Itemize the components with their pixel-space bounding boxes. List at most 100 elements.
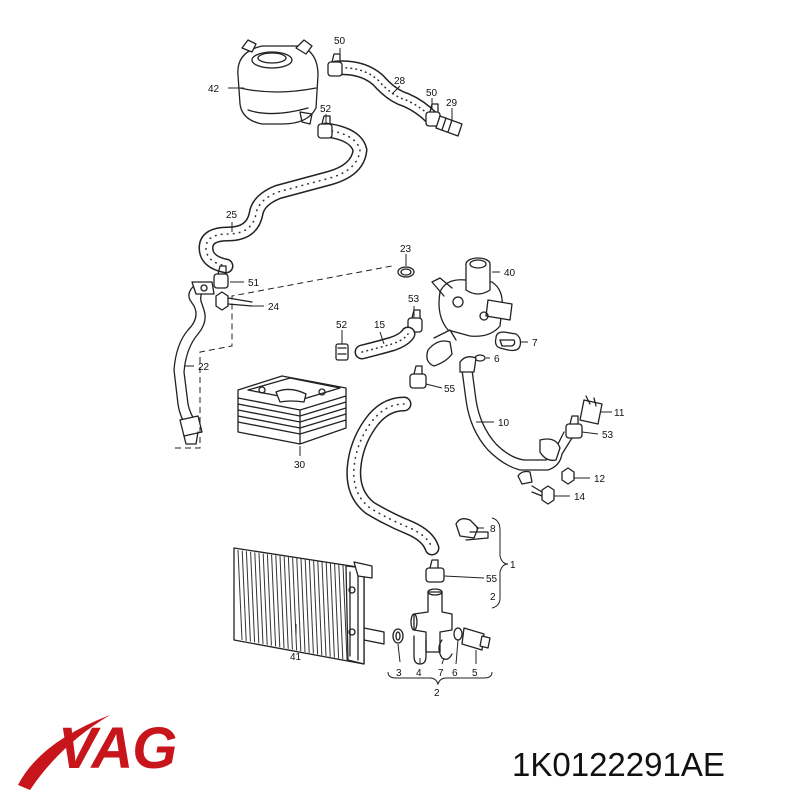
hose-clamp-50-lower [425, 103, 441, 127]
callout-12: 12 [594, 474, 606, 485]
callout-labels: 50 42 28 50 29 52 25 23 40 51 24 53 52 1… [198, 36, 625, 699]
callout-2: 2 [490, 592, 496, 603]
radiator-fin [245, 551, 251, 642]
callout-50: 50 [334, 36, 346, 47]
t-connector-2 [410, 588, 453, 653]
callout-55: 55 [486, 574, 498, 585]
leader-lines [184, 48, 612, 686]
temperature-sensor-5 [461, 627, 491, 651]
radiator-41 [233, 547, 385, 665]
radiator-fin [275, 555, 281, 648]
connector-11 [579, 395, 603, 425]
radiator-fin [308, 560, 314, 654]
coolant-pipe-22 [173, 281, 215, 445]
oil-cooler-30 [237, 375, 347, 445]
hose-clamp-51 [213, 265, 229, 289]
hose-15 [354, 326, 416, 360]
callout-8: 8 [490, 524, 496, 535]
callout-53: 53 [408, 294, 420, 305]
o-ring-3 [392, 628, 404, 644]
callout-22: 22 [198, 362, 210, 373]
callout-29: 29 [446, 98, 458, 109]
radiator-fin [262, 553, 268, 645]
callout-4: 4 [416, 668, 422, 679]
connector-29 [435, 115, 463, 137]
callout-10: 10 [498, 418, 510, 429]
radiator-fin [258, 552, 264, 645]
radiator-fin [329, 563, 335, 658]
callout-51: 51 [248, 278, 260, 289]
radiator-fin [321, 561, 327, 657]
callout-30: 30 [294, 460, 306, 471]
radiator-fin [250, 551, 256, 643]
logo-swoosh [18, 715, 110, 790]
callout-11: 11 [614, 408, 625, 419]
radiator-fin [237, 549, 243, 641]
callout-52: 52 [336, 320, 348, 331]
bolt-24 [215, 291, 253, 311]
hose-25 [198, 122, 368, 274]
callout-24: 24 [268, 302, 280, 313]
hose-clamp-52-upper [317, 115, 333, 139]
radiator-fin [317, 561, 323, 656]
part-number: 1K0122291AE [512, 746, 725, 783]
callout-50: 50 [426, 88, 438, 99]
housing-outlet-fitting [426, 329, 457, 367]
callout-5: 5 [472, 668, 478, 679]
radiator-fin [287, 557, 293, 650]
callout-25: 25 [226, 210, 238, 221]
hose-clamp-52-lower [335, 343, 349, 361]
callout-53: 53 [602, 430, 614, 441]
radiator-fin [271, 554, 277, 647]
radiator-fin [342, 564, 348, 661]
expansion-tank [237, 39, 319, 125]
hose-clamp-55-lower [425, 559, 445, 583]
hose-clamp-55-upper [409, 365, 427, 389]
callout-14: 14 [574, 492, 586, 503]
radiator-fin [266, 554, 272, 646]
assembly-bracket-line [175, 265, 393, 449]
retaining-clip-7 [438, 639, 453, 660]
callout-6: 6 [452, 668, 458, 679]
vag-logo: VAG [18, 715, 177, 790]
callout-52: 52 [320, 104, 332, 115]
radiator-fin [313, 560, 319, 655]
bolt-14 [531, 485, 555, 505]
nut-12 [561, 467, 575, 485]
callout-7: 7 [438, 668, 444, 679]
radiator-fin [292, 557, 298, 651]
logo-text: VAG [58, 716, 176, 781]
bracket-8 [455, 518, 489, 541]
hose-clamp-53-lower [565, 415, 583, 439]
o-ring-23 [397, 266, 415, 278]
callout-2: 2 [434, 688, 440, 699]
coolant-pipe-10 [459, 356, 573, 485]
radiator-fin [338, 564, 344, 660]
callout-41: 41 [290, 652, 302, 663]
radiator-hose-lower [346, 396, 440, 556]
callout-7: 7 [532, 338, 538, 349]
radiator-fin [300, 558, 306, 653]
o-ring-6-lower [453, 627, 463, 641]
radiator-fin [283, 556, 289, 649]
callout-6: 6 [494, 354, 500, 365]
callout-1: 1 [510, 560, 516, 571]
callout-28: 28 [394, 76, 406, 87]
radiator-fin [254, 552, 260, 644]
callout-3: 3 [396, 668, 402, 679]
callout-15: 15 [374, 320, 386, 331]
callout-55: 55 [444, 384, 456, 395]
radiator-fin [296, 558, 302, 652]
radiator-fin [334, 563, 340, 659]
gasket-7-upper [494, 331, 522, 352]
radiator-fin [304, 559, 310, 653]
callout-40: 40 [504, 268, 516, 279]
thermostat-housing-40 [431, 257, 513, 337]
radiator-fin [279, 555, 285, 649]
radiator-fin [241, 550, 247, 641]
callout-42: 42 [208, 84, 220, 95]
radiator-fin [325, 562, 331, 657]
callout-23: 23 [400, 244, 412, 255]
hose-28 [328, 60, 440, 126]
